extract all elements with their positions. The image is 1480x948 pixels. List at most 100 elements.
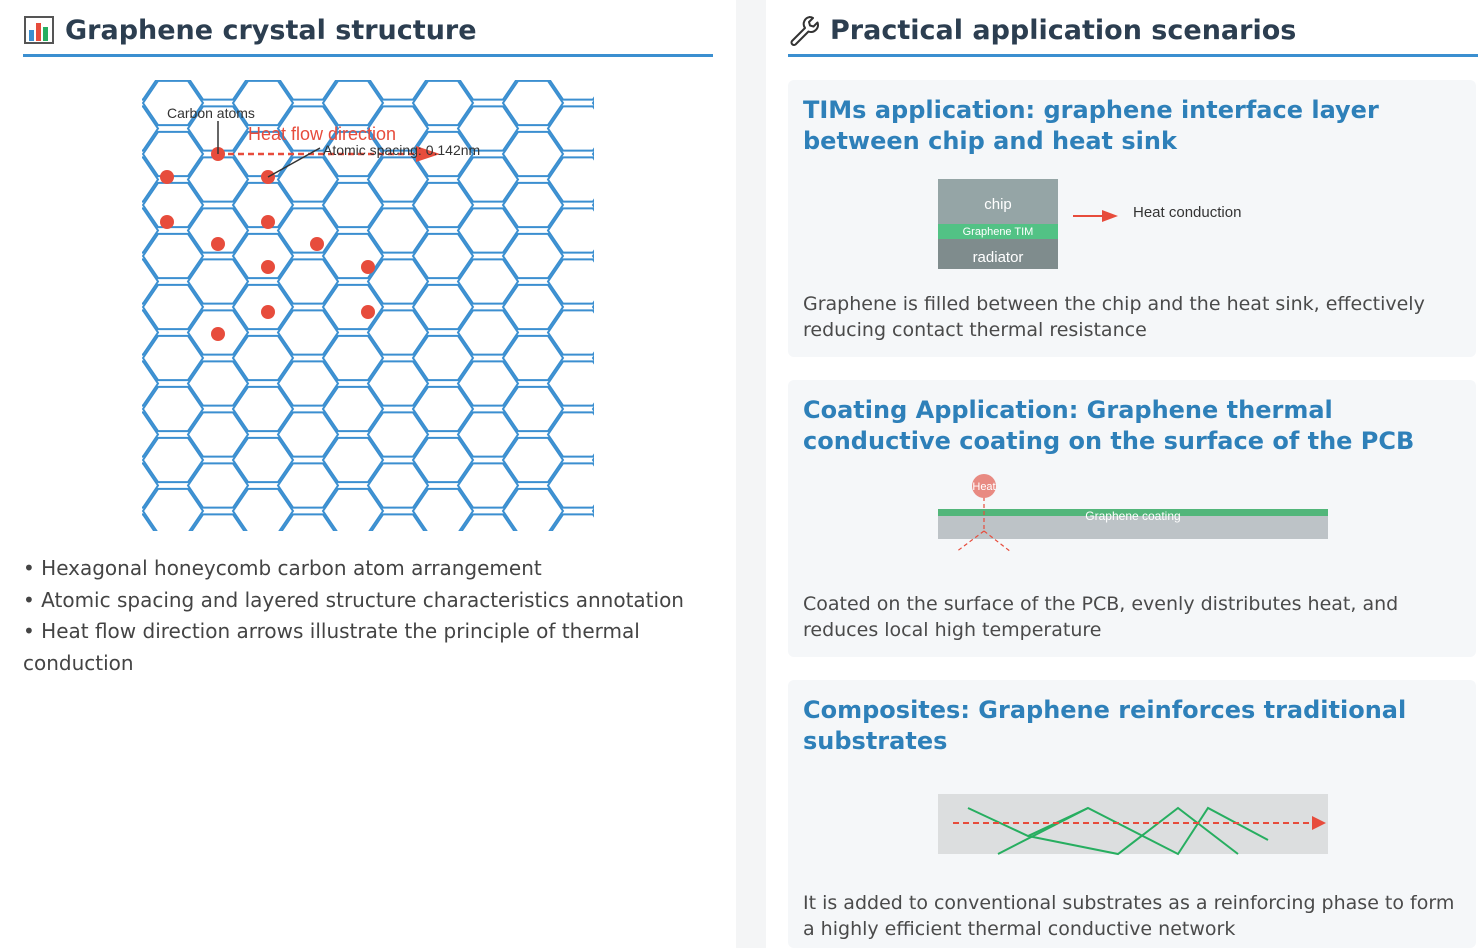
hexagon-cell: [411, 334, 475, 382]
carbon-atom: [211, 327, 225, 341]
hexagon-cell: [190, 513, 246, 531]
hexagon-cell: [231, 232, 295, 280]
hexagon-cell: [231, 283, 295, 331]
section-title: Practical application scenarios: [830, 14, 1297, 46]
carbon-atom: [160, 170, 174, 184]
card-title: TIMs application: graphene interface lay…: [803, 96, 1379, 155]
hexagon-cell: [501, 436, 565, 484]
hexagon-cell: [142, 80, 158, 101]
hexagon-cell: [591, 150, 594, 158]
hexagon-cell: [142, 156, 160, 203]
hexagon-cell: [591, 99, 594, 107]
hexagon-cell: [456, 156, 520, 203]
hexagon-cell: [456, 309, 520, 356]
hexagon-cell: [276, 360, 340, 407]
hexagon-cell: [278, 80, 338, 101]
hexagon-cell: [550, 513, 594, 531]
carbon-atom: [361, 260, 375, 274]
hexagon-cell: [321, 487, 385, 531]
applications-panel: Practical application scenarios TIMs app…: [766, 0, 1480, 948]
graphene-coating-label: Graphene coating: [1085, 509, 1180, 523]
hexagon-cell: [591, 405, 594, 413]
hexagon-cell: [321, 80, 385, 127]
hexagon-cell: [501, 283, 565, 331]
bullet-item: • Atomic spacing and layered structure c…: [23, 587, 684, 612]
radiator-label: radiator: [973, 249, 1024, 266]
tim-diagram: chip Graphene TIM radiator Heat conducti…: [938, 179, 1241, 269]
hexagon-cell: [321, 436, 385, 484]
hexagon-cell: [186, 462, 250, 509]
carbon-atom: [261, 215, 275, 229]
tim-application-card: TIMs application: graphene interface lay…: [788, 80, 1476, 357]
hexagon-cell: [186, 207, 250, 254]
hexagon-cell: [321, 283, 385, 331]
hexagon-cell: [411, 181, 475, 229]
carbon-atoms-label: Carbon atoms: [167, 105, 255, 121]
heat-conduction-arrowhead: [1102, 210, 1118, 222]
graphene-coating-layer: [938, 509, 1328, 516]
hexagon-cell: [456, 462, 520, 509]
hexagon-cell: [411, 487, 475, 531]
heat-conduction-label: Heat conduction: [1133, 204, 1241, 221]
carbon-atom: [261, 260, 275, 274]
hexagon-cell: [276, 462, 340, 509]
hexagon-cell: [142, 181, 205, 229]
hexagon-cell: [591, 507, 594, 515]
hexagon-cell: [591, 456, 594, 464]
hexagon-cell: [142, 283, 205, 331]
hexagon-cell: [186, 411, 250, 458]
hexagon-cell: [411, 436, 475, 484]
hexagon-cell: [546, 462, 594, 509]
hexagon-cell: [546, 309, 594, 356]
spacing-leader-line: [267, 147, 321, 178]
hexagon-cell: [142, 80, 205, 127]
hexagon-cell: [546, 207, 594, 254]
wrench-icon: [788, 14, 820, 46]
hexagon-cell: [188, 80, 248, 101]
hexagon-cell: [231, 80, 295, 127]
hexagon-cell: [368, 80, 428, 101]
hexagon-cell: [411, 80, 475, 127]
hexagon-cell: [276, 309, 340, 356]
hexagon-cell: [280, 513, 336, 531]
hexagon-cell: [142, 411, 160, 458]
hexagon-cell: [321, 334, 385, 382]
hexagon-cell: [366, 105, 430, 152]
composite-application-card: Composites: Graphene reinforces traditio…: [788, 680, 1476, 948]
hexagon-cell: [321, 385, 385, 433]
hexagon-cell: [186, 105, 250, 152]
hexagon-cell: [142, 360, 160, 407]
composite-diagram: [938, 794, 1328, 856]
hexagon-cell: [366, 258, 430, 305]
card-description: It is added to conventional substrates a…: [803, 892, 1455, 940]
hexagon-cell: [546, 360, 594, 407]
hexagon-cell: [546, 411, 594, 458]
hexagon-cell: [456, 105, 520, 152]
carbon-atom-markers: [160, 147, 375, 341]
heat-path-arrowhead: [1312, 816, 1326, 830]
bar-chart-icon: [23, 14, 55, 46]
hexagon-cell: [366, 411, 430, 458]
hexagon-cell: [456, 258, 520, 305]
hexagon-cell: [456, 411, 520, 458]
hexagon-cell: [366, 360, 430, 407]
hexagon-cell: [591, 252, 594, 260]
hexagon-cell: [411, 283, 475, 331]
hexagon-cell: [231, 181, 295, 229]
hexagon-cell: [370, 513, 426, 531]
hexagon-cell: [366, 156, 430, 203]
hexagon-cell: [501, 385, 565, 433]
card-title: Coating Application: Graphene thermal co…: [803, 396, 1415, 455]
hexagon-cell: [276, 105, 340, 152]
pcb-board: [938, 515, 1328, 539]
hexagon-cell: [456, 207, 520, 254]
hexagon-cell: [548, 80, 594, 101]
hexagon-cell: [321, 181, 385, 229]
hexagon-cell: [501, 334, 565, 382]
hexagon-cell: [276, 411, 340, 458]
hexagon-cell: [142, 487, 205, 531]
graphene-tim-label: Graphene TIM: [963, 226, 1034, 238]
hexagon-cell: [366, 462, 430, 509]
hexagon-cell: [142, 462, 160, 509]
coating-diagram: Graphene coating Heat: [938, 474, 1328, 553]
